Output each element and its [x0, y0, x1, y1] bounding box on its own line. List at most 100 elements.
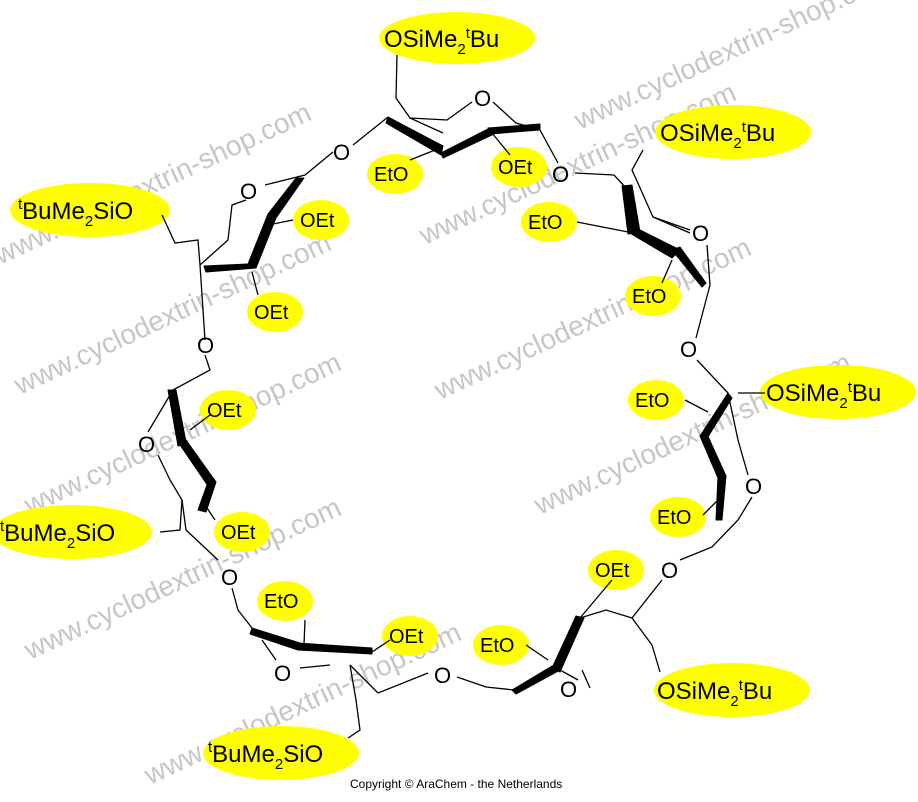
copyright-notice: Copyright © AraChem - the Netherlands [350, 777, 562, 791]
ethoxy-label: EtO [657, 507, 691, 529]
ethoxy-label-layer: OEt EtO EtO EtO OEt OEt OEt OEt EtO EtO … [207, 157, 691, 657]
highlight-blob [491, 147, 547, 187]
ethoxy-label: EtO [528, 212, 562, 234]
bond [491, 132, 511, 156]
bond [661, 259, 673, 284]
silyl-label-layer: OSiMe2tBu OSiMe2tBu OSiMe2tBu OSiMe2tBu … [0, 25, 881, 773]
bond-wedge [551, 615, 585, 673]
bridge-oxygen-atom: O [552, 162, 569, 187]
silyl-ether-label: OSiMe2tBu [657, 677, 772, 710]
bridge-oxygen-atom: O [333, 140, 350, 165]
bond [574, 172, 627, 189]
bond [684, 399, 709, 413]
bond [251, 271, 259, 296]
bond-wedge [249, 627, 301, 651]
bond [525, 644, 549, 661]
bond-wedge [197, 481, 217, 513]
highlight-blob [655, 105, 811, 159]
bond [631, 579, 663, 673]
bridge-oxygen-atom: O [680, 337, 697, 362]
bond [352, 116, 389, 146]
bond-wedge [715, 475, 727, 521]
bond-wedge [487, 123, 541, 135]
bond [395, 54, 444, 134]
bond [409, 101, 473, 121]
bond [371, 639, 391, 653]
bond [264, 151, 334, 186]
highlight-blob [0, 505, 152, 559]
silyl-ether-label: OSiMe2tBu [660, 119, 775, 152]
bond-wedge [177, 439, 217, 487]
ring-oxygen-atom: O [138, 432, 155, 457]
silyl-ether-label: OSiMe2tBu [384, 25, 499, 58]
bond [303, 619, 306, 646]
highlight-blob [625, 276, 681, 316]
highlight-blob [382, 616, 438, 656]
bond [576, 221, 629, 233]
ring-oxygen-atom: O [745, 474, 762, 499]
ethoxy-label: OEt [595, 560, 630, 582]
bond [172, 354, 211, 391]
bond [231, 587, 253, 629]
bond-wedge [671, 246, 707, 288]
bridge-oxygen-atom: O [661, 558, 678, 583]
bond [631, 149, 691, 231]
bond [409, 149, 436, 161]
highlight-blob [257, 581, 313, 621]
highlight-blob [293, 200, 349, 240]
ethoxy-label: OEt [207, 400, 242, 422]
ethoxy-label: EtO [480, 635, 514, 657]
bond [199, 199, 247, 341]
highlight-blob [654, 663, 810, 717]
ring-oxygen-atom: O [560, 677, 577, 702]
silyl-ether-label: tBuMe2SiO [0, 518, 115, 552]
bond-wedge [511, 665, 561, 695]
highlight-blob [588, 550, 644, 590]
bond [579, 579, 613, 619]
ethoxy-label: EtO [632, 286, 666, 308]
ethoxy-label: OEt [254, 302, 289, 324]
bridge-oxygen-atom: O [434, 663, 451, 688]
highlight-blob [473, 625, 529, 665]
bond [161, 214, 201, 266]
bond [157, 454, 183, 533]
bond [559, 669, 579, 681]
highlight-blob [628, 380, 684, 420]
bond [189, 414, 211, 431]
bond [299, 664, 331, 669]
highlight-blob [760, 365, 916, 419]
bond [349, 664, 429, 694]
bond [579, 609, 633, 619]
bond [181, 499, 219, 561]
highlight-blob [650, 497, 706, 537]
ethoxy-label: OEt [389, 626, 424, 648]
bond [581, 669, 591, 689]
bond [679, 496, 753, 561]
bond-wedge [385, 116, 444, 156]
silyl-ether-label: OSiMe2tBu [766, 379, 881, 412]
ring-oxygen-atom: O [274, 661, 291, 686]
highlight-blob [367, 154, 423, 194]
highlight-blob [214, 512, 270, 552]
silyl-ether-label: tBuMe2SiO [18, 196, 133, 230]
ethoxy-label: EtO [264, 591, 298, 613]
highlight-layer [0, 12, 916, 780]
bond-wedge [627, 229, 681, 259]
ethoxy-label: OEt [498, 157, 533, 179]
ring-oxygen-atom: O [692, 221, 709, 246]
highlight-blob [521, 202, 577, 242]
bond-wedge [297, 642, 373, 655]
watermark-text: www.cyclodextrin-shop.com [429, 231, 756, 406]
highlight-blob [203, 726, 359, 780]
bond [261, 639, 277, 661]
oxygen-atom-layer: O O O O O O O O O O O O O O [138, 86, 762, 702]
ethoxy-label: OEt [221, 522, 256, 544]
bond [456, 676, 515, 691]
bond-layer [147, 54, 765, 739]
silyl-ether-label: tBuMe2SiO [208, 739, 323, 773]
bond-wedge [440, 127, 495, 159]
bridge-oxygen-atom: O [221, 565, 238, 590]
highlight-blob [379, 12, 535, 64]
